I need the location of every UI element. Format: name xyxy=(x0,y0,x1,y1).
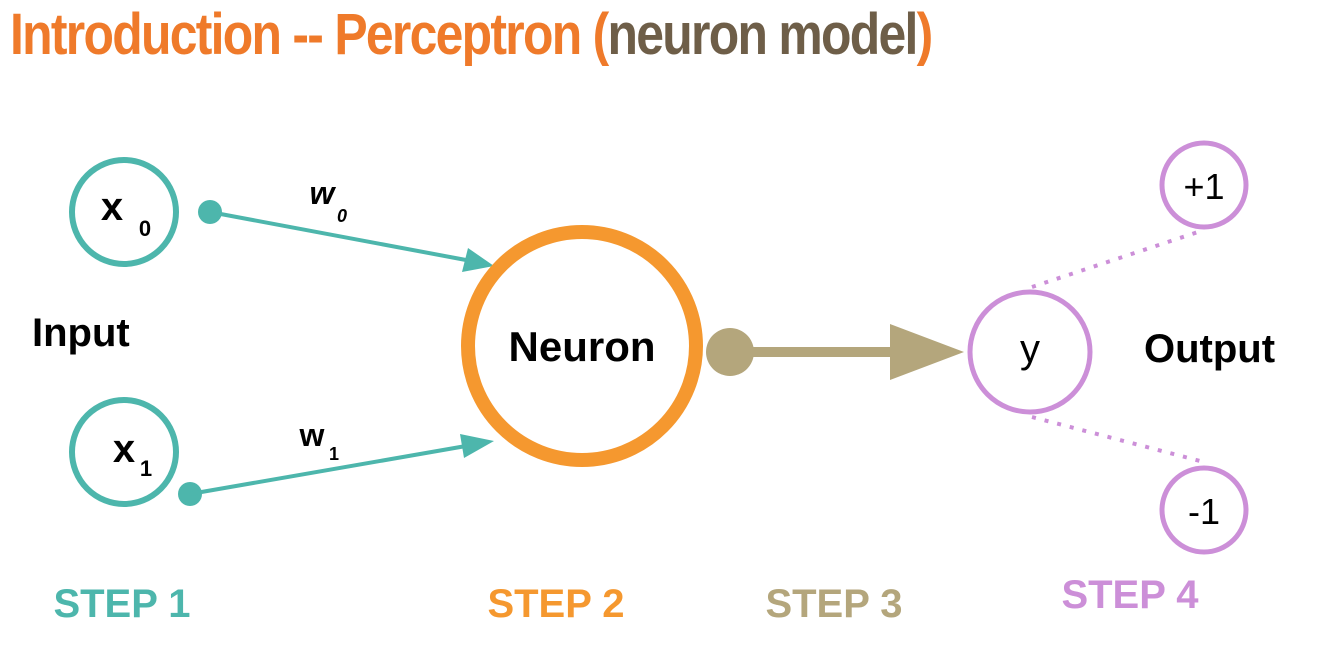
branch-line-positive xyxy=(1031,228,1205,289)
output-node-plus-one-label: +1 xyxy=(1183,166,1224,207)
title-separator: -- xyxy=(280,2,335,67)
weight-w1-arrowhead xyxy=(460,434,494,458)
weight-w0-subscript: 0 xyxy=(337,206,347,226)
output-arrowhead xyxy=(890,324,964,380)
weight-w0-line xyxy=(209,210,467,262)
title-neuron-model: neuron model xyxy=(607,2,918,67)
input-label: Input xyxy=(32,311,130,355)
input-node-x1-label: x xyxy=(113,427,135,471)
title-open-paren: ( xyxy=(580,2,610,67)
step-2-label: STEP 2 xyxy=(487,582,624,626)
title-perceptron: Perceptron xyxy=(334,2,582,67)
title-close-paren: ) xyxy=(916,2,934,67)
weight-w1-label: w xyxy=(299,417,325,453)
output-node-plus-one xyxy=(1159,140,1249,230)
title-introduction: Introduction xyxy=(10,2,282,67)
weight-w0-label: w xyxy=(310,175,337,211)
page-title: Introduction -- Perceptron (neuron model… xyxy=(10,0,934,70)
weight-w0-arrowhead xyxy=(462,248,494,272)
input-node-x1 xyxy=(69,397,179,507)
step-1-label: STEP 1 xyxy=(53,582,190,626)
output-label: Output xyxy=(1144,327,1275,371)
input-node-x0-label: x xyxy=(101,185,123,229)
input-node-x1-subscript: 1 xyxy=(140,456,152,481)
input-node-x0-subscript: 0 xyxy=(139,216,151,241)
step-4-label: STEP 4 xyxy=(1061,573,1199,617)
output-node-y xyxy=(967,289,1093,415)
output-node-minus-one xyxy=(1159,465,1249,555)
branch-line-negative xyxy=(1031,415,1205,464)
neuron-label: Neuron xyxy=(509,323,656,370)
weight-w1-line xyxy=(189,444,467,496)
output-node-y-label: y xyxy=(1020,327,1040,371)
output-node-minus-one-label: -1 xyxy=(1188,491,1220,532)
weight-w1-subscript: 1 xyxy=(329,444,339,464)
neuron-node xyxy=(461,225,703,467)
step-3-label: STEP 3 xyxy=(765,582,902,626)
input-node-x0 xyxy=(69,157,179,267)
